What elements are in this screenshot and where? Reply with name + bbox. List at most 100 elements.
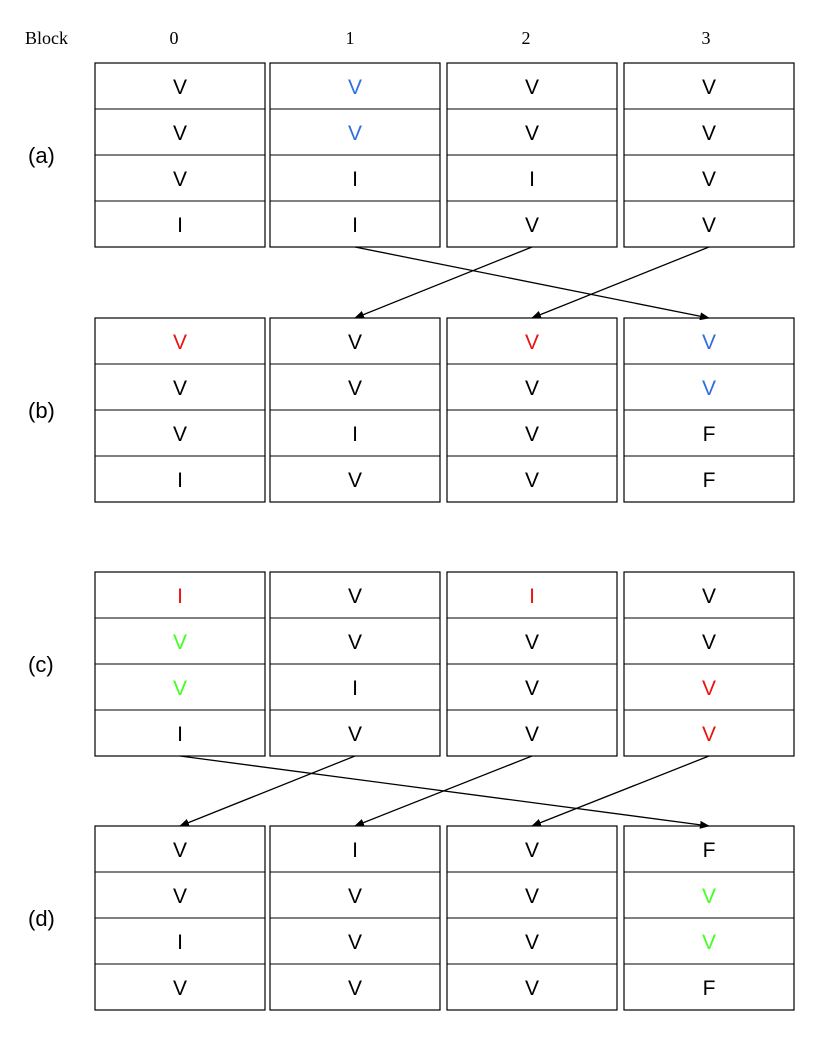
- page-state-cell: V: [525, 469, 539, 492]
- block-header-row: Block 0 1 2 3: [25, 28, 711, 48]
- page-state-cell: V: [525, 839, 539, 862]
- page-state-cell: V: [702, 214, 716, 237]
- page-state-cell: V: [348, 331, 362, 354]
- page-state-cell: V: [525, 723, 539, 746]
- page-state-cell: V: [348, 122, 362, 145]
- page-state-cell: V: [525, 76, 539, 99]
- page-state-cell: V: [702, 931, 716, 954]
- page-state-cell: V: [702, 76, 716, 99]
- page-state-cell: V: [173, 122, 187, 145]
- page-state-cell: V: [173, 423, 187, 446]
- page-state-cell: F: [703, 423, 716, 446]
- block-grids: VVVIVVIIVVIVVVVVVVVIVVIVVVVVVVFFIVVIVVIV…: [94, 62, 795, 1011]
- page-state-cell: V: [173, 885, 187, 908]
- page-state-cell: V: [173, 631, 187, 654]
- page-state-cell: I: [177, 469, 183, 492]
- migration-arrow-6: [531, 755, 710, 827]
- migration-arrow-4: [179, 755, 356, 827]
- row-labels: (a) (b) (c) (d): [28, 143, 55, 931]
- page-state-cell: I: [352, 214, 358, 237]
- page-state-cell: V: [173, 839, 187, 862]
- row-label-3: (d): [28, 906, 55, 931]
- page-state-cell: F: [703, 839, 716, 862]
- page-state-cell: V: [173, 677, 187, 700]
- page-state-cell: V: [702, 377, 716, 400]
- page-state-cell: V: [348, 723, 362, 746]
- page-state-cell: V: [702, 885, 716, 908]
- page-state-cell: V: [348, 931, 362, 954]
- page-state-cell: V: [348, 585, 362, 608]
- page-state-cell: V: [525, 423, 539, 446]
- page-state-cell: V: [173, 76, 187, 99]
- page-state-cell: V: [525, 122, 539, 145]
- page-state-cell: I: [177, 723, 183, 746]
- page-state-cell: F: [703, 977, 716, 1000]
- page-state-cell: V: [525, 377, 539, 400]
- page-state-cell: V: [525, 677, 539, 700]
- page-state-cell: I: [352, 677, 358, 700]
- migration-arrow-5: [354, 755, 533, 827]
- page-state-cell: I: [177, 931, 183, 954]
- row-label-1: (b): [28, 398, 55, 423]
- page-state-cell: V: [702, 122, 716, 145]
- page-state-cell: V: [702, 631, 716, 654]
- page-state-cell: V: [173, 377, 187, 400]
- page-state-cell: I: [529, 585, 535, 608]
- migration-arrow-0: [354, 246, 710, 321]
- page-state-cell: V: [525, 631, 539, 654]
- page-state-cell: V: [702, 677, 716, 700]
- page-state-cell: V: [173, 977, 187, 1000]
- row-label-2: (c): [28, 652, 54, 677]
- page-state-cell: I: [177, 585, 183, 608]
- block-number-1: 1: [346, 28, 355, 48]
- block-header-label: Block: [25, 28, 68, 48]
- page-state-cell: V: [525, 885, 539, 908]
- page-state-cell: I: [352, 423, 358, 446]
- page-state-cell: V: [702, 723, 716, 746]
- row-label-0: (a): [28, 143, 55, 168]
- page-state-cell: V: [348, 885, 362, 908]
- page-state-cell: V: [173, 331, 187, 354]
- page-state-cell: I: [352, 839, 358, 862]
- page-state-cell: V: [525, 931, 539, 954]
- migration-arrow-2: [531, 246, 710, 319]
- page-state-cell: V: [525, 977, 539, 1000]
- page-state-cell: V: [348, 76, 362, 99]
- block-number-0: 0: [170, 28, 179, 48]
- page-state-cell: I: [352, 168, 358, 191]
- page-state-cell: V: [702, 585, 716, 608]
- page-state-cell: V: [348, 469, 362, 492]
- page-state-cell: V: [702, 331, 716, 354]
- migration-arrow-1: [354, 246, 533, 319]
- page-state-cell: V: [348, 377, 362, 400]
- page-state-cell: V: [525, 214, 539, 237]
- page-state-cell: V: [702, 168, 716, 191]
- page-state-cell: I: [177, 214, 183, 237]
- page-state-cell: V: [173, 168, 187, 191]
- migration-arrows: [179, 246, 710, 829]
- page-state-cell: V: [525, 331, 539, 354]
- page-state-cell: F: [703, 469, 716, 492]
- block-number-2: 2: [522, 28, 531, 48]
- page-state-cell: V: [348, 977, 362, 1000]
- page-state-cell: I: [529, 168, 535, 191]
- page-state-cell: V: [348, 631, 362, 654]
- block-number-3: 3: [702, 28, 711, 48]
